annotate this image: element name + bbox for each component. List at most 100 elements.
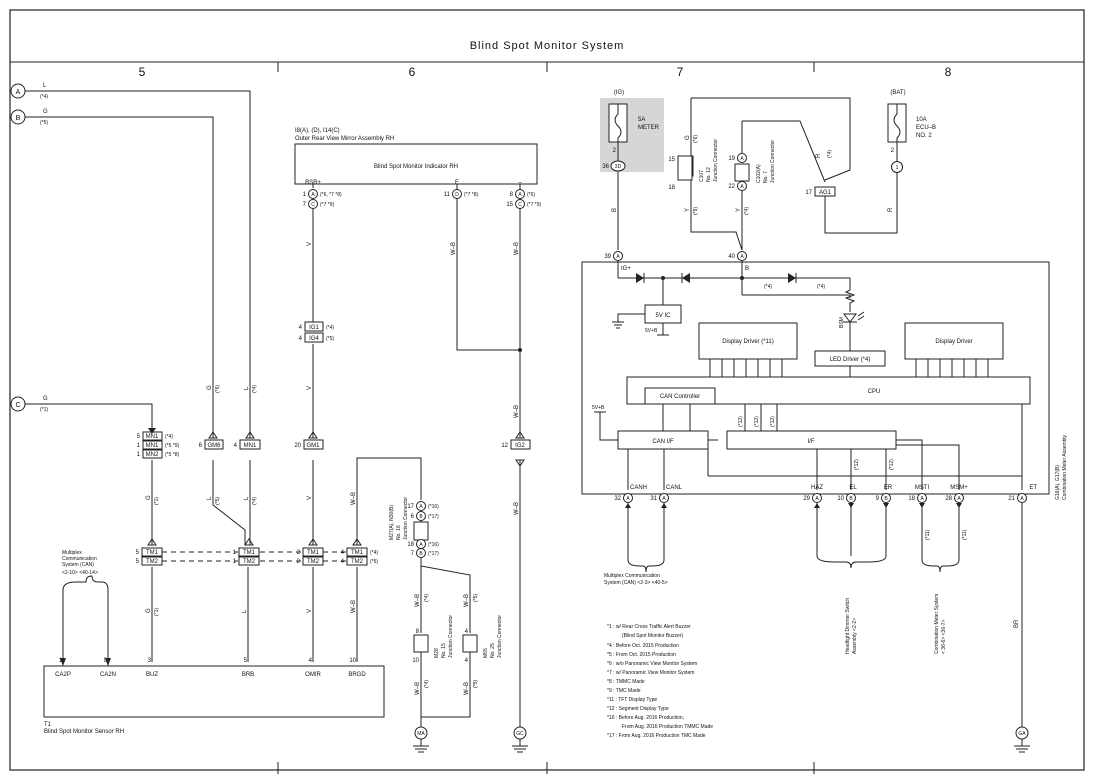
svg-text:L: L: [43, 83, 47, 89]
combination-meter-assembly: G16(A), G17(B) Combination Meter Assembl…: [581, 251, 1068, 500]
svg-text:M65: M65: [483, 648, 489, 658]
svg-text:MN2: MN2: [146, 452, 159, 458]
svg-text:20: 20: [294, 443, 301, 449]
svg-text:G: G: [146, 608, 152, 613]
svg-text:BSR+: BSR+: [305, 180, 321, 186]
terminal-c: C G (*1): [10, 396, 48, 413]
svg-text:IG1: IG1: [309, 325, 319, 331]
svg-text:B: B: [849, 496, 853, 502]
svg-text:GM6: GM6: [207, 443, 221, 449]
connector-ig2: IG2 12: [501, 439, 531, 450]
svg-text:32: 32: [614, 496, 621, 502]
svg-text:(*16): (*16): [428, 542, 439, 548]
svg-text:A: A: [815, 496, 819, 502]
svg-text:B: B: [884, 496, 888, 502]
svg-text:(*5): (*5): [40, 120, 48, 126]
terminal-a: A L (*4): [10, 83, 48, 100]
meter-lower-wiring: (*11) (*11): [625, 503, 1023, 727]
svg-text:3: 3: [148, 658, 152, 664]
svg-text:(*5): (*5): [473, 594, 479, 602]
svg-text:*11 : TFT Display Type: *11 : TFT Display Type: [607, 697, 657, 703]
svg-text:T1: T1: [44, 722, 52, 728]
svg-text:I8(A), (D), I14(C): I8(A), (D), I14(C): [295, 128, 340, 134]
svg-text:Junction Connector: Junction Connector: [497, 615, 503, 658]
svg-text:4: 4: [465, 629, 469, 635]
svg-text:10A: 10A: [916, 117, 927, 123]
svg-text:1: 1: [896, 165, 899, 171]
svg-text:2: 2: [891, 148, 895, 154]
svg-text:GC: GC: [516, 731, 524, 737]
svg-text:(*5 *9): (*5 *9): [165, 443, 180, 449]
svg-text:7: 7: [411, 551, 415, 557]
svg-text:–: –: [518, 180, 522, 186]
svg-text:(*1): (*1): [40, 407, 48, 413]
svg-text:Assembly <2-2>: Assembly <2-2>: [852, 618, 858, 654]
can-note-left: Multiplex Communication System (CAN) <2-…: [62, 550, 98, 576]
svg-text:4: 4: [341, 550, 345, 556]
svg-text:A: A: [419, 504, 423, 510]
svg-text:TM2: TM2: [307, 559, 320, 565]
svg-text:ET: ET: [1029, 485, 1037, 491]
svg-text:12: 12: [501, 443, 508, 449]
footnotes: *1 : w/ Rear Cross Traffic Alert Buzzer …: [607, 624, 713, 739]
svg-text:(*1): (*1): [154, 608, 160, 616]
svg-text:(*5): (*5): [370, 559, 378, 565]
svg-text:BR: BR: [1014, 619, 1020, 628]
svg-text:CPU: CPU: [868, 389, 881, 395]
svg-text:HAZ: HAZ: [811, 485, 823, 491]
svg-text:IG+: IG+: [621, 266, 631, 272]
svg-text:I/F: I/F: [808, 439, 815, 445]
svg-text:A: A: [740, 156, 744, 162]
svg-text:(*4): (*4): [370, 550, 378, 556]
connector-ag1: AG1 17: [805, 186, 836, 197]
svg-text:4: 4: [465, 658, 469, 664]
svg-text:(*7 *8): (*7 *8): [464, 192, 479, 198]
svg-text:A: A: [662, 496, 666, 502]
svg-text:6: 6: [411, 514, 415, 520]
svg-text:31: 31: [650, 496, 657, 502]
svg-text:Blind Spot Monitor Sensor RH: Blind Spot Monitor Sensor RH: [44, 729, 124, 735]
svg-text:No. 25: No. 25: [490, 643, 496, 658]
svg-text:BRB: BRB: [242, 672, 254, 678]
svg-text:(Blind Spot Monitor Buzzer): (Blind Spot Monitor Buzzer): [622, 633, 683, 639]
svg-text:B: B: [419, 514, 423, 520]
svg-text:IG4: IG4: [309, 336, 319, 342]
svg-text:(*12): (*12): [738, 416, 744, 427]
svg-text:CA2P: CA2P: [55, 672, 71, 678]
svg-text:MSM+: MSM+: [950, 485, 968, 491]
svg-text:AG1: AG1: [819, 190, 832, 196]
ground-gc: GC: [512, 726, 528, 753]
svg-text:9: 9: [104, 658, 108, 664]
svg-text:10: 10: [837, 496, 844, 502]
svg-text:B: B: [612, 208, 618, 212]
svg-text:*16 : Before Aug. 2016 Produc: *16 : Before Aug. 2016 Production,: [607, 715, 684, 721]
svg-text:22: 22: [728, 184, 735, 190]
svg-text:Outer Rear View Mirror Assembl: Outer Rear View Mirror Assembly RH: [295, 136, 394, 142]
connector-mn1-b: MN1 4: [234, 439, 261, 450]
svg-text:TM1: TM1: [243, 550, 256, 556]
svg-text:A: A: [616, 254, 620, 260]
svg-text:1: 1: [303, 192, 307, 198]
svg-text:MN1: MN1: [146, 443, 159, 449]
svg-text:W–B: W–B: [514, 502, 520, 515]
driver-pins: [709, 359, 989, 377]
svg-text:A: A: [419, 542, 423, 548]
svg-text:EL: EL: [849, 485, 857, 491]
svg-text:V: V: [307, 242, 313, 246]
svg-text:4: 4: [309, 658, 313, 664]
svg-text:2: 2: [613, 148, 617, 154]
svg-text:(*6): (*6): [527, 192, 535, 198]
svg-text:CAN I/F: CAN I/F: [652, 439, 674, 445]
svg-text:Blind Spot Monitor Indicator R: Blind Spot Monitor Indicator RH: [374, 164, 458, 170]
svg-text:G: G: [685, 135, 691, 140]
svg-text:W–B: W–B: [351, 600, 357, 613]
svg-text:L: L: [242, 609, 248, 613]
svg-text:System (CAN) <2-3> <40-5>: System (CAN) <2-3> <40-5>: [604, 580, 668, 586]
svg-text:L: L: [244, 386, 250, 390]
svg-text:(*4): (*4): [817, 284, 825, 290]
svg-text:*5 : From Oct. 2015 Productio: *5 : From Oct. 2015 Production: [607, 652, 676, 658]
svg-text:A: A: [740, 184, 744, 190]
svg-text:5V IC: 5V IC: [655, 313, 671, 319]
svg-text:From Aug. 2016 Production TMM: From Aug. 2016 Production TMMC Made: [622, 724, 713, 730]
svg-text:19: 19: [728, 156, 735, 162]
